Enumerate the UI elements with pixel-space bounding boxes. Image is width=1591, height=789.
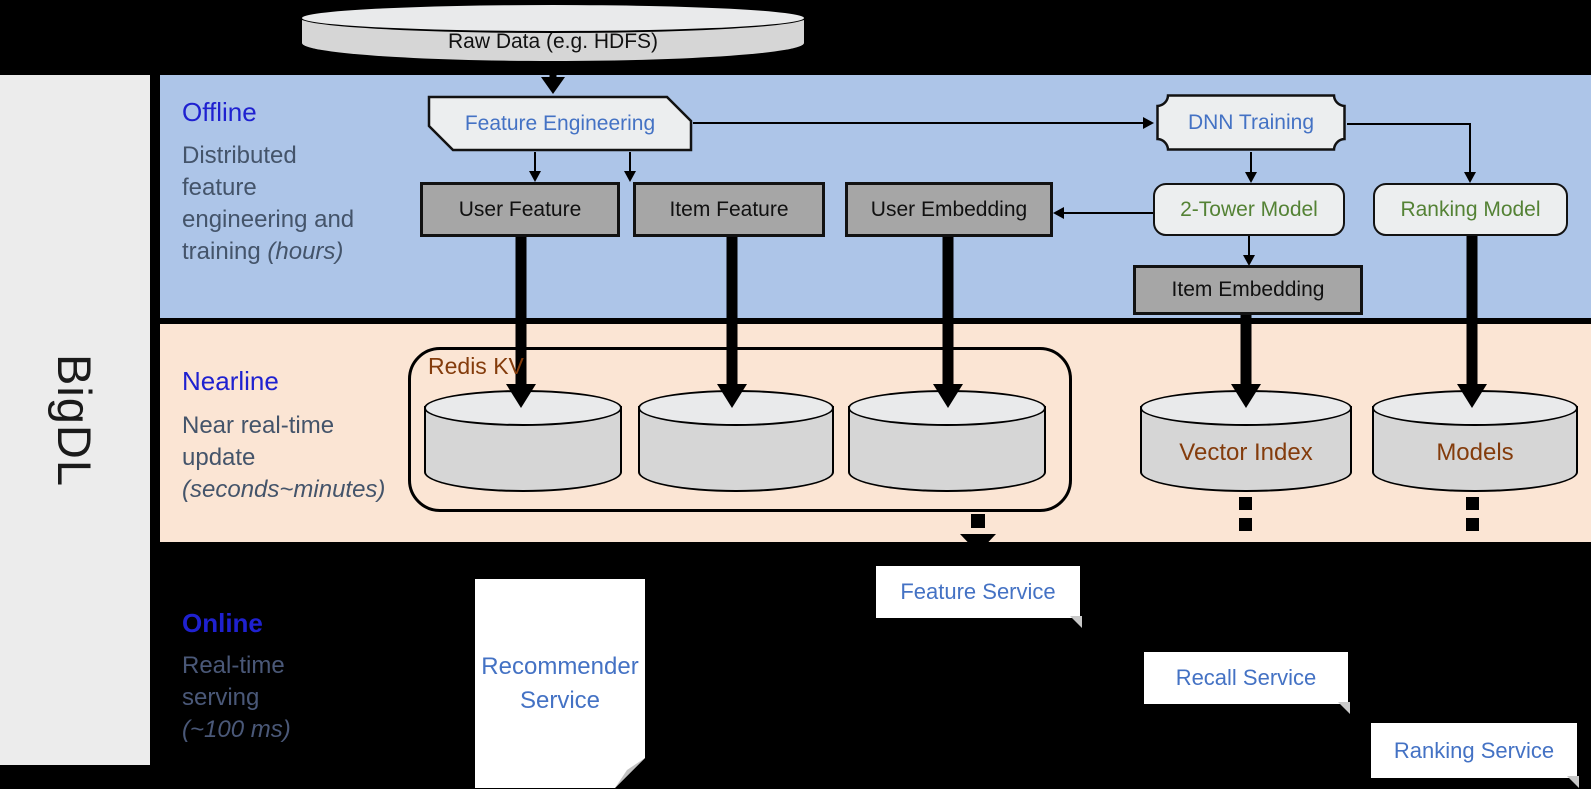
arrow-rawdata-to-feature-engineering <box>541 62 565 94</box>
raw-data-cylinder: Raw Data (e.g. HDFS) <box>300 3 806 63</box>
dashed-link-models-to-ranking-service <box>1466 497 1479 531</box>
user-embedding-label: User Embedding <box>870 197 1028 221</box>
online-description: Real-time serving (~100 ms) <box>182 650 291 746</box>
dashed-link-vector-index-to-recall-service <box>1239 497 1252 531</box>
raw-data-label: Raw Data (e.g. HDFS) <box>447 30 659 53</box>
note-fold-corner <box>1567 776 1579 788</box>
two-tower-model-label: 2-Tower Model <box>1180 197 1318 221</box>
ranking-model-label: Ranking Model <box>1400 197 1541 221</box>
offline-nearline-divider <box>160 318 1591 324</box>
arrow-two-tower-to-user-embedding <box>1053 207 1153 219</box>
ranking-service-label: Ranking Service <box>1393 737 1555 763</box>
nearline-desc-line1: Near real-time <box>182 412 335 439</box>
offline-desc-line2: feature <box>182 174 257 201</box>
offline-description: Distributed feature engineering and trai… <box>182 140 354 268</box>
item-embedding-node: Item Embedding <box>1133 265 1363 315</box>
arrow-item-feature-to-redis <box>717 237 747 408</box>
cylinder-top-ellipse <box>638 390 834 426</box>
hexagon-shape <box>427 95 693 152</box>
arrow-fe-to-user-feature <box>529 152 541 182</box>
note-fold-corner <box>1070 616 1082 628</box>
offline-desc-line1: Distributed <box>182 142 297 169</box>
arrow-user-feature-to-redis <box>506 237 536 408</box>
note-fold-corner <box>1338 702 1350 714</box>
arrow-ranking-model-to-models <box>1457 236 1487 408</box>
bigdl-brand-bar: BigDL <box>0 75 150 765</box>
dashed-arrow-redis-to-feature-service <box>960 514 996 553</box>
online-desc-line1: Real-time <box>182 652 285 679</box>
vector-index-label: Vector Index <box>1179 439 1313 466</box>
recommender-service-label: Recommender Service <box>481 652 639 714</box>
nearline-desc-line3-italic: (seconds~minutes) <box>182 476 386 503</box>
recall-service-node: Recall Service <box>1144 652 1350 714</box>
item-feature-label: Item Feature <box>669 197 789 221</box>
nearline-description: Near real-time update (seconds~minutes) <box>182 410 385 506</box>
offline-desc-line4-normal: training <box>182 238 268 265</box>
vector-index-cylinder: Vector Index <box>1140 390 1352 492</box>
offline-desc-line4-italic: (hours) <box>267 238 344 265</box>
arrow-two-tower-to-item-embedding <box>1243 236 1255 266</box>
redis-kv-group <box>408 347 1072 512</box>
two-tower-model-node: 2-Tower Model <box>1153 183 1345 236</box>
online-title: Online <box>182 608 263 638</box>
redis-kv-label: Redis KV <box>428 353 524 379</box>
nearline-title: Nearline <box>182 366 279 396</box>
online-desc-line2: serving <box>182 684 260 711</box>
cylinder-top-ellipse <box>300 3 806 33</box>
user-feature-label: User Feature <box>458 197 582 221</box>
ranking-service-node: Ranking Service <box>1371 723 1579 788</box>
plaque-shape <box>1156 94 1346 151</box>
ranking-model-node: Ranking Model <box>1373 183 1568 236</box>
feature-engineering-label: Feature Engineering <box>464 111 656 135</box>
redis-cylinder-3 <box>848 390 1046 492</box>
feature-service-node: Feature Service <box>876 566 1082 628</box>
arrow-user-embedding-to-redis <box>933 237 963 408</box>
feature-service-label: Feature Service <box>900 579 1056 604</box>
cylinder-top-ellipse <box>424 390 622 426</box>
recommender-service-document: Recommender Service <box>475 579 645 788</box>
feature-engineering-node: Feature Engineering <box>427 95 693 152</box>
arrow-dnn-to-ranking-model <box>1347 123 1476 183</box>
offline-desc-line4: training (hours) <box>182 236 354 268</box>
arrow-item-embedding-to-vector-index <box>1231 315 1261 408</box>
redis-cylinder-1 <box>424 390 622 492</box>
arrow-dnn-to-two-tower <box>1245 152 1257 183</box>
item-feature-node: Item Feature <box>633 182 825 237</box>
recall-service-label: Recall Service <box>1175 665 1317 690</box>
dnn-training-node: DNN Training <box>1155 93 1347 152</box>
arrow-fe-to-item-feature <box>624 152 636 182</box>
models-label: Models <box>1436 439 1514 466</box>
redis-cylinder-2 <box>638 390 834 492</box>
dnn-training-label: DNN Training <box>1187 110 1315 134</box>
user-feature-node: User Feature <box>420 182 620 237</box>
arrow-fe-to-dnn-training <box>693 117 1154 129</box>
online-desc-line3-italic: (~100 ms) <box>182 716 291 743</box>
offline-title: Offline <box>182 97 257 127</box>
user-embedding-node: User Embedding <box>845 182 1053 237</box>
item-embedding-label: Item Embedding <box>1171 278 1325 301</box>
offline-desc-line3: engineering and <box>182 206 355 233</box>
models-cylinder: Models <box>1372 390 1578 492</box>
nearline-desc-line2: update <box>182 444 256 471</box>
